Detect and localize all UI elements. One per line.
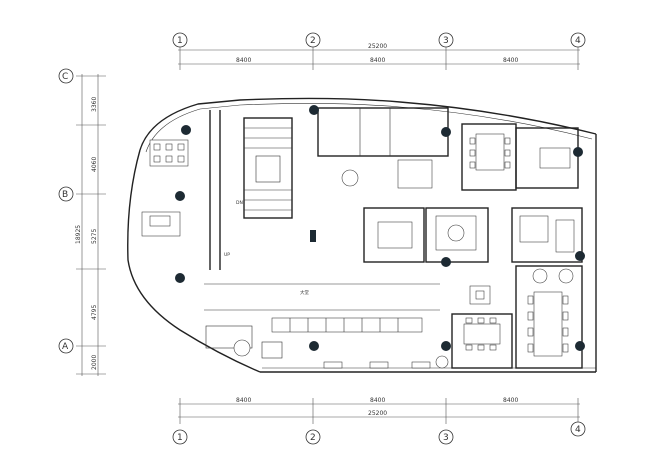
bottom-dimensions: 8400 8400 8400 25200 bbox=[178, 397, 580, 424]
structural-columns bbox=[175, 105, 585, 351]
interior-walls bbox=[204, 107, 583, 369]
left-dim-1: 3360 bbox=[91, 97, 98, 112]
grid-row-c: C bbox=[62, 72, 68, 82]
bottom-dim-1: 8400 bbox=[236, 397, 251, 404]
top-dim-2: 8400 bbox=[370, 57, 385, 64]
furniture bbox=[141, 133, 575, 369]
stair-dn-label: DN bbox=[236, 200, 243, 206]
left-dim-4: 4795 bbox=[91, 305, 98, 320]
top-grid-bubbles: 1 2 3 4 bbox=[172, 32, 586, 48]
grid-col-2-bottom: 2 bbox=[310, 433, 316, 443]
bottom-dim-3: 8400 bbox=[503, 397, 518, 404]
room-labels: 大堂 DN UP bbox=[224, 200, 309, 296]
grid-col-1-bottom: 1 bbox=[177, 433, 183, 443]
bottom-total-dimension: 25200 bbox=[368, 410, 387, 417]
left-dim-2: 4060 bbox=[91, 157, 98, 172]
grid-col-1-top: 1 bbox=[177, 36, 183, 46]
grid-col-4-bottom: 4 bbox=[575, 425, 581, 435]
left-grid-bubbles: C B A bbox=[58, 68, 74, 354]
grid-row-b: B bbox=[62, 190, 68, 200]
top-total-dimension: 25200 bbox=[368, 43, 387, 50]
stair-up-label: UP bbox=[224, 252, 230, 258]
bottom-dim-2: 8400 bbox=[370, 397, 385, 404]
lobby-label: 大堂 bbox=[300, 289, 309, 296]
grid-col-3-bottom: 3 bbox=[443, 433, 449, 443]
building-outline bbox=[127, 97, 597, 373]
grid-col-3-top: 3 bbox=[443, 36, 449, 46]
bottom-grid-bubbles: 1 2 3 4 bbox=[172, 421, 586, 445]
grid-col-4-top: 4 bbox=[575, 36, 581, 46]
left-dim-5: 2000 bbox=[91, 355, 98, 370]
left-total-dimension: 18925 bbox=[75, 225, 82, 244]
top-dimensions: 25200 8400 8400 8400 bbox=[178, 43, 580, 70]
top-dim-3: 8400 bbox=[503, 57, 518, 64]
grid-col-2-top: 2 bbox=[310, 36, 316, 46]
left-dimensions: 18925 3360 4060 5275 4795 2000 bbox=[75, 74, 106, 376]
left-dim-3: 5275 bbox=[91, 229, 98, 244]
grid-row-a: A bbox=[62, 342, 69, 352]
top-dim-1: 8400 bbox=[236, 57, 251, 64]
